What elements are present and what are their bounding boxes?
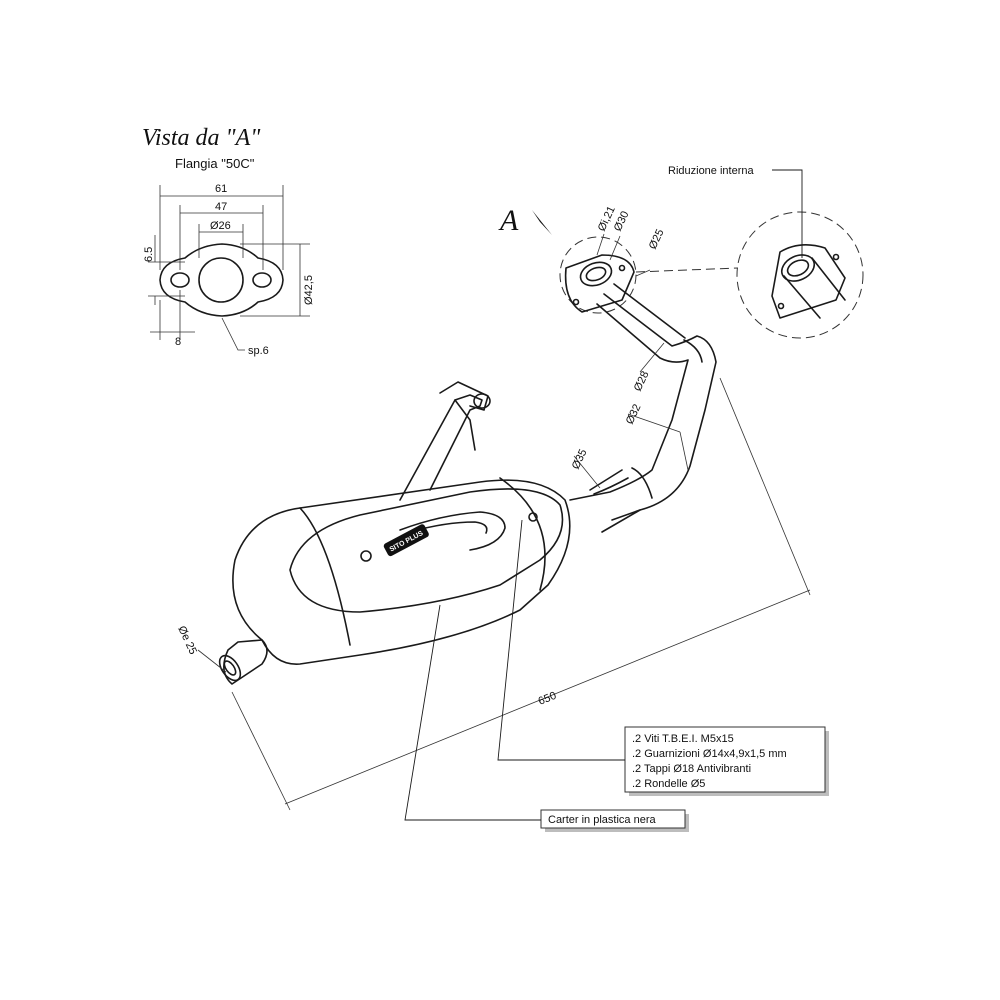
callout-detail-circle [736,211,864,339]
plastic-cover [289,488,564,613]
dim-bore-26: Ø26 [210,220,231,232]
flange-hole-right [252,272,272,288]
kit-item-3: .2 Tappi Ø18 Antivibranti [632,763,751,775]
dim-6-5: 6.5 [143,247,155,262]
dim-42-5: Ø42,5 [303,275,315,305]
kit-box: .2 Viti T.B.E.I. M5x15 .2 Guarnizioni Ø1… [497,519,829,796]
header-pipe [564,254,717,533]
kit-item-2: .2 Guarnizioni Ø14x4,9x1,5 mm [632,748,787,760]
dim-650: 650 [537,690,559,708]
cover-box: Carter in plastica nera [404,604,689,832]
pipe-dimensions: Øi,21 Ø30 Ø25 Ø28 Ø32 Ø35 [570,204,689,489]
flange-view: Vista da "A" Flangia "50C" 61 47 Ø26 Ø42… [142,125,315,357]
dim-8: 8 [175,336,181,348]
reduction-detail [771,244,846,319]
muffler-can [232,479,571,665]
dim-32: Ø32 [624,402,644,426]
callout-connector [635,267,739,273]
view-arrow-icon [532,210,552,235]
cover-label: Carter in plastica nera [548,814,656,826]
view-marker-letter: A [498,204,519,237]
callout-flange-circle [559,236,637,314]
flange-hole-left [170,272,190,288]
dim-47: 47 [215,201,227,213]
dim-outlet-25: Øe 25 [175,624,199,656]
dim-thickness: sp.6 [248,345,269,357]
kit-item-1: .2 Viti T.B.E.I. M5x15 [632,733,734,745]
flange-outline [159,243,284,317]
dim-61: 61 [215,183,227,195]
dim-25: Ø25 [647,227,667,251]
flange-bore [198,257,244,303]
view-title: Vista da "A" [142,125,261,151]
view-marker: A [498,204,552,237]
kit-item-4: .2 Rondelle Ø5 [632,778,705,790]
muffler: SITO PLUS [218,381,571,685]
dim-28: Ø28 [632,369,652,393]
dim-35: Ø35 [570,447,590,471]
flange-name: Flangia "50C" [175,156,255,171]
length-dimension: 650 [231,377,811,811]
reduction-label: Riduzione interna [668,165,754,177]
